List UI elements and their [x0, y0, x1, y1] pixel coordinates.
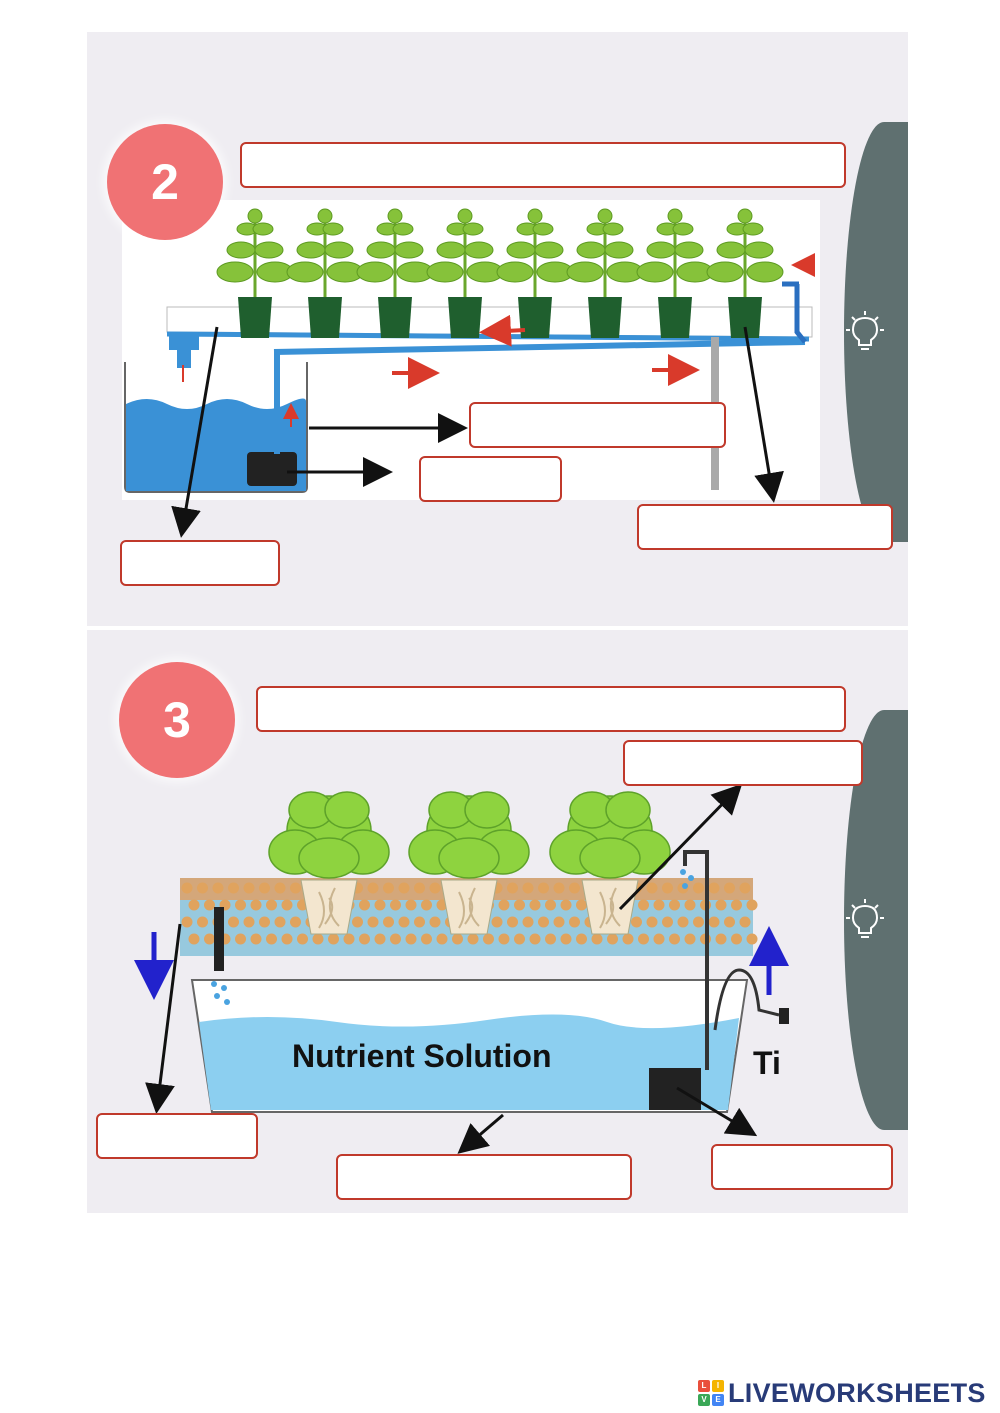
cord: [713, 968, 780, 1031]
section-3-panel: Nutrient Solution Ti 3: [87, 630, 908, 1213]
section-number-badge: 3: [119, 662, 235, 778]
liveworksheets-logo[interactable]: L I V E LIVEWORKSHEETS: [698, 1378, 986, 1408]
lettuce-plant: [408, 791, 530, 935]
answer-box-pump[interactable]: [419, 456, 562, 502]
pointer-arrow: [676, 1086, 758, 1137]
answer-box-tray[interactable]: [96, 1113, 258, 1159]
plant: [706, 208, 784, 338]
answer-box-title[interactable]: [240, 142, 846, 188]
lettuce-plant: [549, 791, 671, 935]
pointer-arrow: [171, 326, 219, 538]
answer-box-plants[interactable]: [637, 504, 893, 550]
plant: [356, 208, 434, 338]
plant: [636, 208, 714, 338]
plant: [496, 208, 574, 338]
answer-box-plant[interactable]: [623, 740, 863, 786]
lettuce-plant: [268, 791, 390, 935]
pointer-arrow: [145, 923, 182, 1114]
flow-arrow: [479, 314, 526, 347]
supply-pipe: [274, 352, 280, 454]
nft-system-diagram: [122, 200, 884, 538]
lightbulb-icon[interactable]: [846, 899, 884, 938]
answer-box-pump[interactable]: [711, 1144, 893, 1190]
plant: [286, 208, 364, 338]
section-2-panel: 2: [87, 32, 908, 626]
pump: [247, 452, 297, 486]
plant: [426, 208, 504, 338]
plant: [566, 208, 644, 338]
plants: [268, 791, 671, 935]
reservoir-outline: [124, 362, 308, 493]
pointer-arrow: [618, 783, 743, 911]
pointer-arrow: [457, 1113, 504, 1154]
answer-box-title[interactable]: [256, 686, 846, 732]
pump: [649, 1068, 701, 1110]
logo-text: LIVEWORKSHEETS: [728, 1377, 986, 1408]
truncated-label: Ti: [753, 1045, 781, 1081]
plant: [216, 208, 294, 338]
pointer-arrow: [743, 326, 784, 503]
answer-box-reservoir[interactable]: [120, 540, 280, 586]
answer-box-pipe[interactable]: [469, 402, 726, 448]
overflow-drain: [214, 907, 224, 971]
logo-mark: L I V E: [698, 1380, 724, 1406]
supply-pipe: [683, 850, 709, 1070]
water-drops: [211, 869, 694, 1005]
plants: [216, 208, 784, 338]
section-number-badge: 2: [107, 124, 223, 240]
nutrient-solution-label: Nutrient Solution: [292, 1038, 552, 1074]
answer-box-reservoir[interactable]: [336, 1154, 632, 1200]
lightbulb-icon[interactable]: [846, 311, 884, 350]
ebb-flow-system-diagram: Nutrient Solution Ti: [134, 783, 884, 1154]
reservoir-water: [199, 1014, 739, 1110]
